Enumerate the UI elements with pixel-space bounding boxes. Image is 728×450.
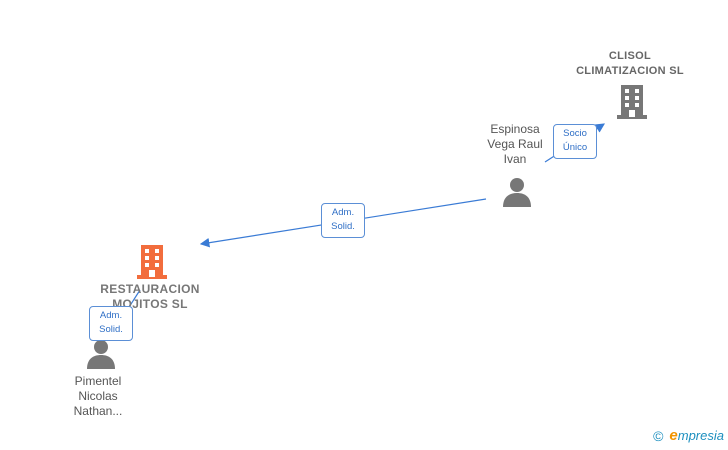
edge-badge-line2: Solid. (99, 324, 123, 335)
edge-badge-line1: Adm. (331, 207, 355, 218)
brand-logo[interactable]: © e mpresia (653, 427, 724, 444)
edge-badge-line2: Único (562, 142, 588, 153)
building-icon[interactable] (135, 243, 169, 279)
node-espinosa-name-line1: Espinosa (490, 122, 540, 136)
node-pimentel-name-line1: Pimentel (74, 374, 122, 388)
node-espinosa-name-line2: Vega Raul (487, 137, 543, 151)
person-icon[interactable] (502, 177, 532, 207)
node-clisol-name-line2: CLIMATIZACION SL (576, 65, 684, 77)
node-pimentel-name-line3: Nathan... (73, 404, 123, 418)
building-icon[interactable] (615, 83, 649, 119)
copyright-icon: © (653, 427, 664, 444)
person-icon[interactable] (86, 339, 116, 369)
brand-name: mpresia (677, 428, 724, 443)
edge-badge-line1: Socio (563, 128, 587, 139)
edge-badge-adm-solid[interactable]: Adm. Solid. (89, 306, 133, 341)
brand-initial: e (669, 427, 678, 444)
edge-badge-line1: Adm. (99, 310, 123, 321)
edge-badge-line2: Solid. (331, 221, 355, 232)
node-pimentel-label[interactable]: Pimentel Nicolas Nathan... (58, 374, 138, 419)
node-clisol-label[interactable]: CLISOL CLIMATIZACION SL (560, 49, 700, 79)
edge-badge-socio-unico[interactable]: Socio Único (553, 124, 597, 159)
node-espinosa-label[interactable]: Espinosa Vega Raul Ivan (475, 122, 555, 167)
node-espinosa-name-line3: Ivan (503, 152, 527, 166)
node-clisol-name-line1: CLISOL (608, 50, 652, 62)
node-pimentel-name-line2: Nicolas (78, 389, 118, 403)
edge-badge-adm-solid[interactable]: Adm. Solid. (321, 203, 365, 238)
node-restauracion-name-line1: RESTAURACION (100, 282, 200, 296)
